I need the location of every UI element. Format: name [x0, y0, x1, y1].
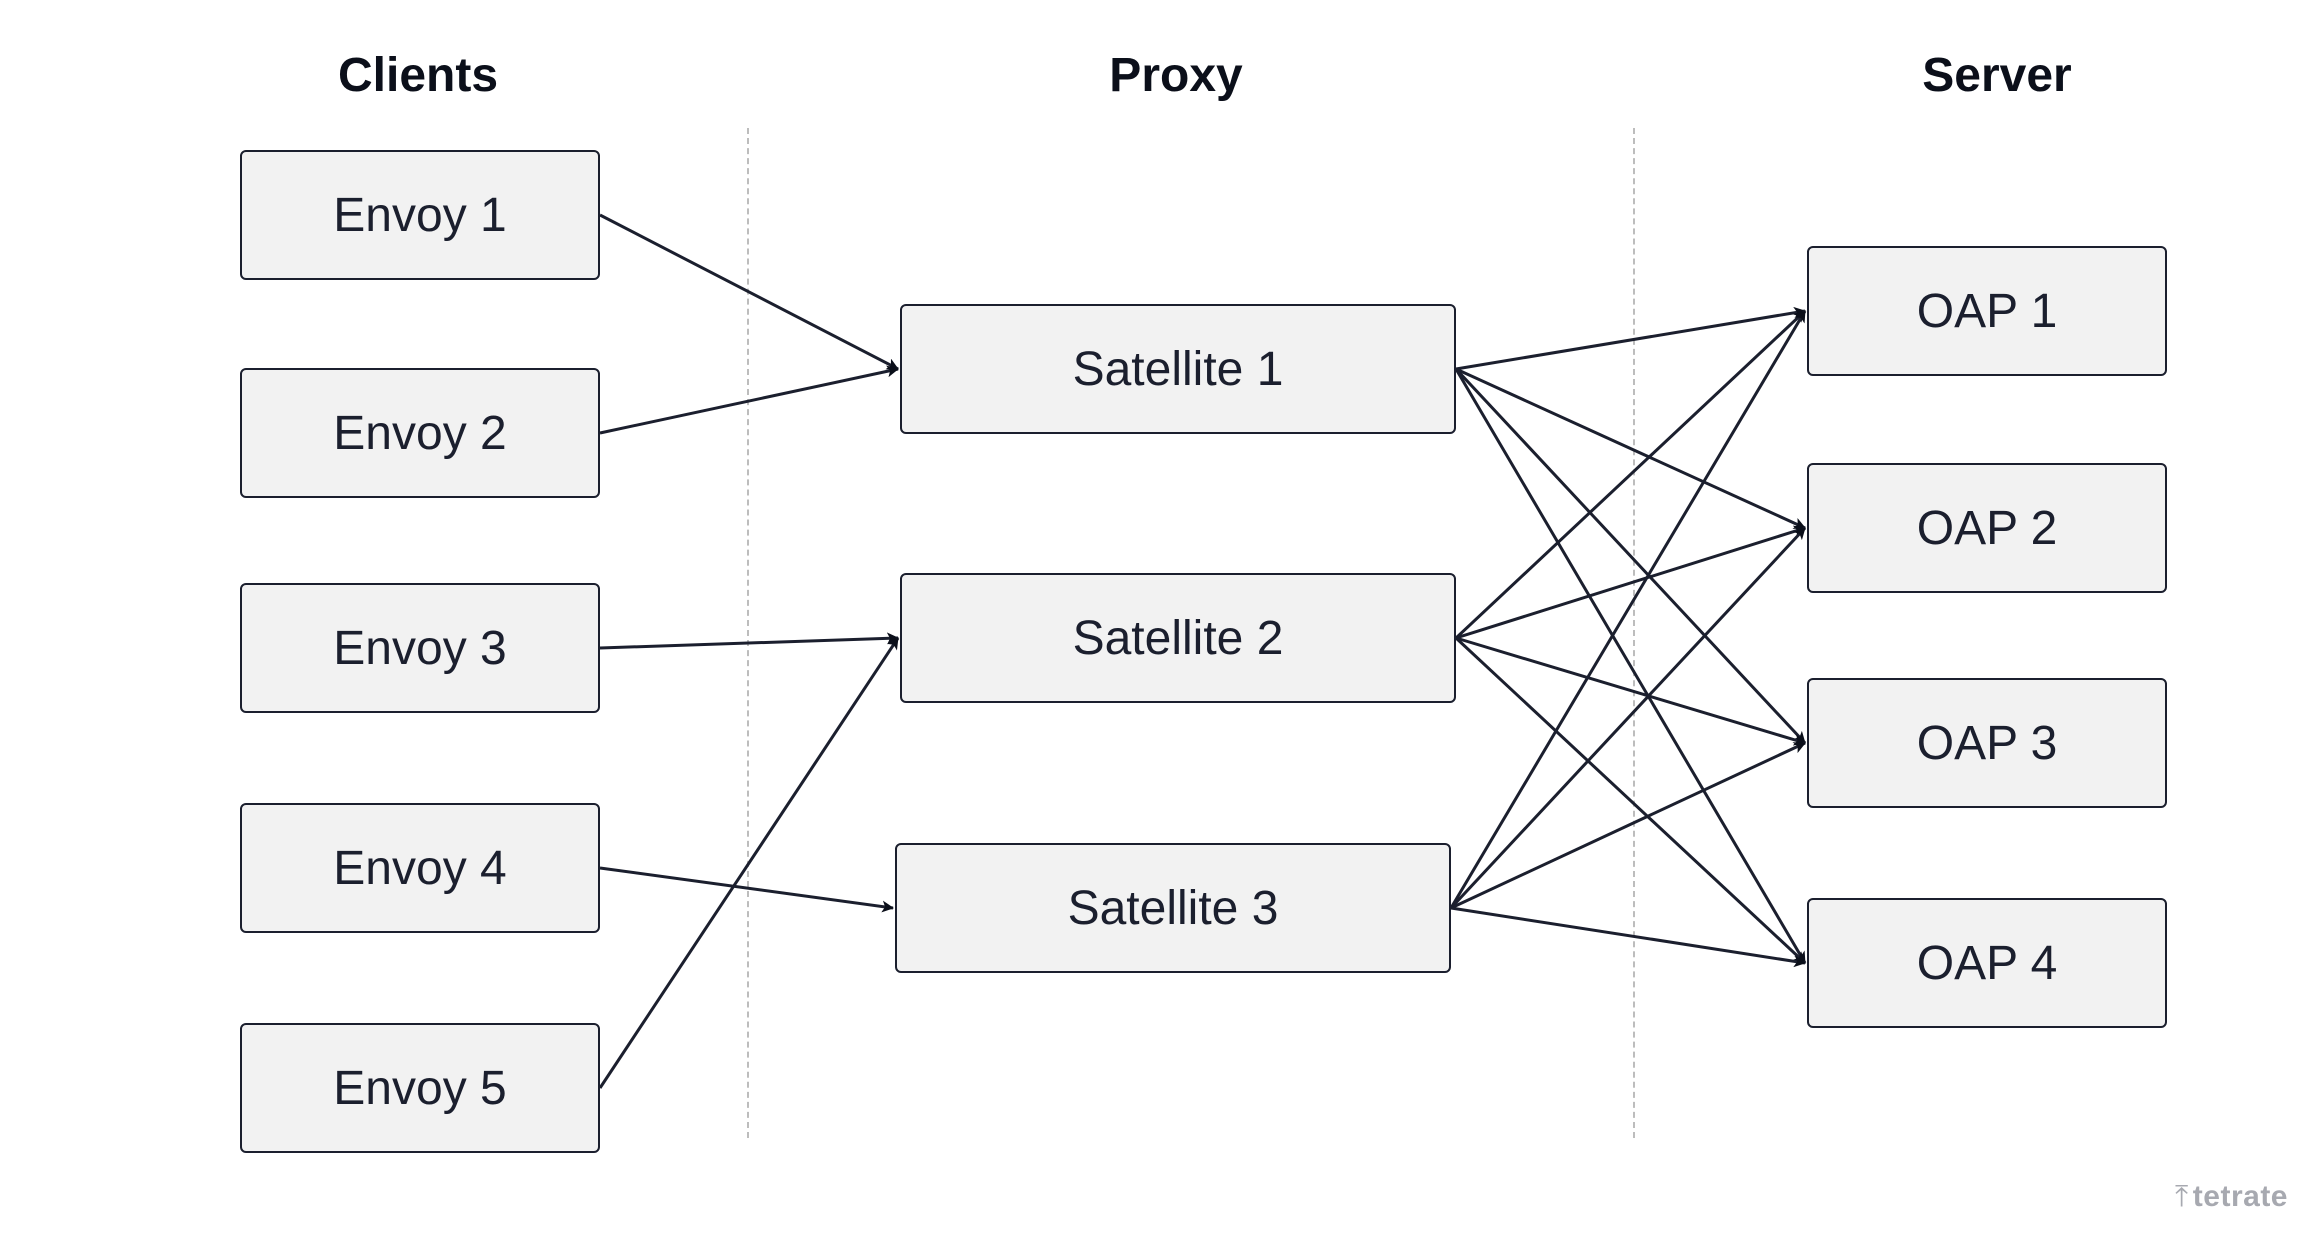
edge-satellite-2-to-oap-4 [1454, 636, 1807, 965]
edge-satellite-3-to-oap-3 [1450, 741, 1806, 910]
node-oap-3: OAP 3 [1807, 678, 2167, 808]
node-label: OAP 3 [1916, 716, 2058, 770]
node-label: OAP 4 [1916, 936, 2058, 990]
node-satellite-2: Satellite 2 [900, 573, 1456, 703]
brand-name: tetrate [2192, 1180, 2288, 1213]
node-label: Envoy 5 [333, 1061, 507, 1115]
node-label: Envoy 2 [333, 406, 507, 460]
node-satellite-1: Satellite 1 [900, 304, 1456, 434]
clients-proxy-divider [747, 128, 749, 1138]
edge-satellite-3-to-oap-1 [1449, 310, 1807, 909]
node-envoy-1: Envoy 1 [240, 150, 600, 280]
node-label: Envoy 3 [333, 621, 507, 675]
node-envoy-3: Envoy 3 [240, 583, 600, 713]
server-heading: Server [1922, 49, 2072, 102]
clients-heading: Clients [337, 49, 499, 102]
node-oap-1: OAP 1 [1807, 246, 2167, 376]
edge-envoy-4-to-satellite-3 [599, 866, 894, 913]
edge-satellite-1-to-oap-4 [1454, 368, 1807, 964]
node-label: Satellite 2 [1072, 611, 1284, 665]
edge-envoy-3-to-satellite-2 [599, 632, 899, 650]
tetrate-logo-icon: ⤒ [2175, 1180, 2189, 1213]
tetrate-logo: ⤒tetrate [2175, 1180, 2288, 1214]
edge-satellite-2-to-oap-2 [1455, 525, 1806, 640]
node-envoy-5: Envoy 5 [240, 1023, 600, 1153]
edge-satellite-2-to-oap-3 [1455, 636, 1806, 746]
node-label: OAP 2 [1916, 501, 2058, 555]
node-oap-4: OAP 4 [1807, 898, 2167, 1028]
node-label: Envoy 1 [333, 188, 507, 242]
edge-envoy-1-to-satellite-1 [599, 213, 899, 371]
edge-satellite-3-to-oap-2 [1449, 526, 1807, 910]
node-label: Satellite 1 [1072, 342, 1284, 396]
node-label: Satellite 3 [1067, 881, 1279, 935]
edge-satellite-2-to-oap-1 [1454, 309, 1807, 640]
proxy-heading: Proxy [1109, 49, 1243, 102]
proxy-server-divider [1633, 128, 1635, 1138]
edge-satellite-1-to-oap-2 [1455, 367, 1806, 530]
node-oap-2: OAP 2 [1807, 463, 2167, 593]
edge-satellite-1-to-oap-3 [1454, 367, 1807, 745]
node-satellite-3: Satellite 3 [895, 843, 1451, 973]
edge-satellite-1-to-oap-1 [1455, 306, 1806, 371]
edge-envoy-5-to-satellite-2 [598, 637, 900, 1089]
edge-envoy-2-to-satellite-1 [599, 365, 899, 435]
node-envoy-4: Envoy 4 [240, 803, 600, 933]
node-envoy-2: Envoy 2 [240, 368, 600, 498]
node-label: Envoy 4 [333, 841, 507, 895]
node-label: OAP 1 [1916, 284, 2058, 338]
edge-satellite-3-to-oap-4 [1450, 906, 1806, 968]
